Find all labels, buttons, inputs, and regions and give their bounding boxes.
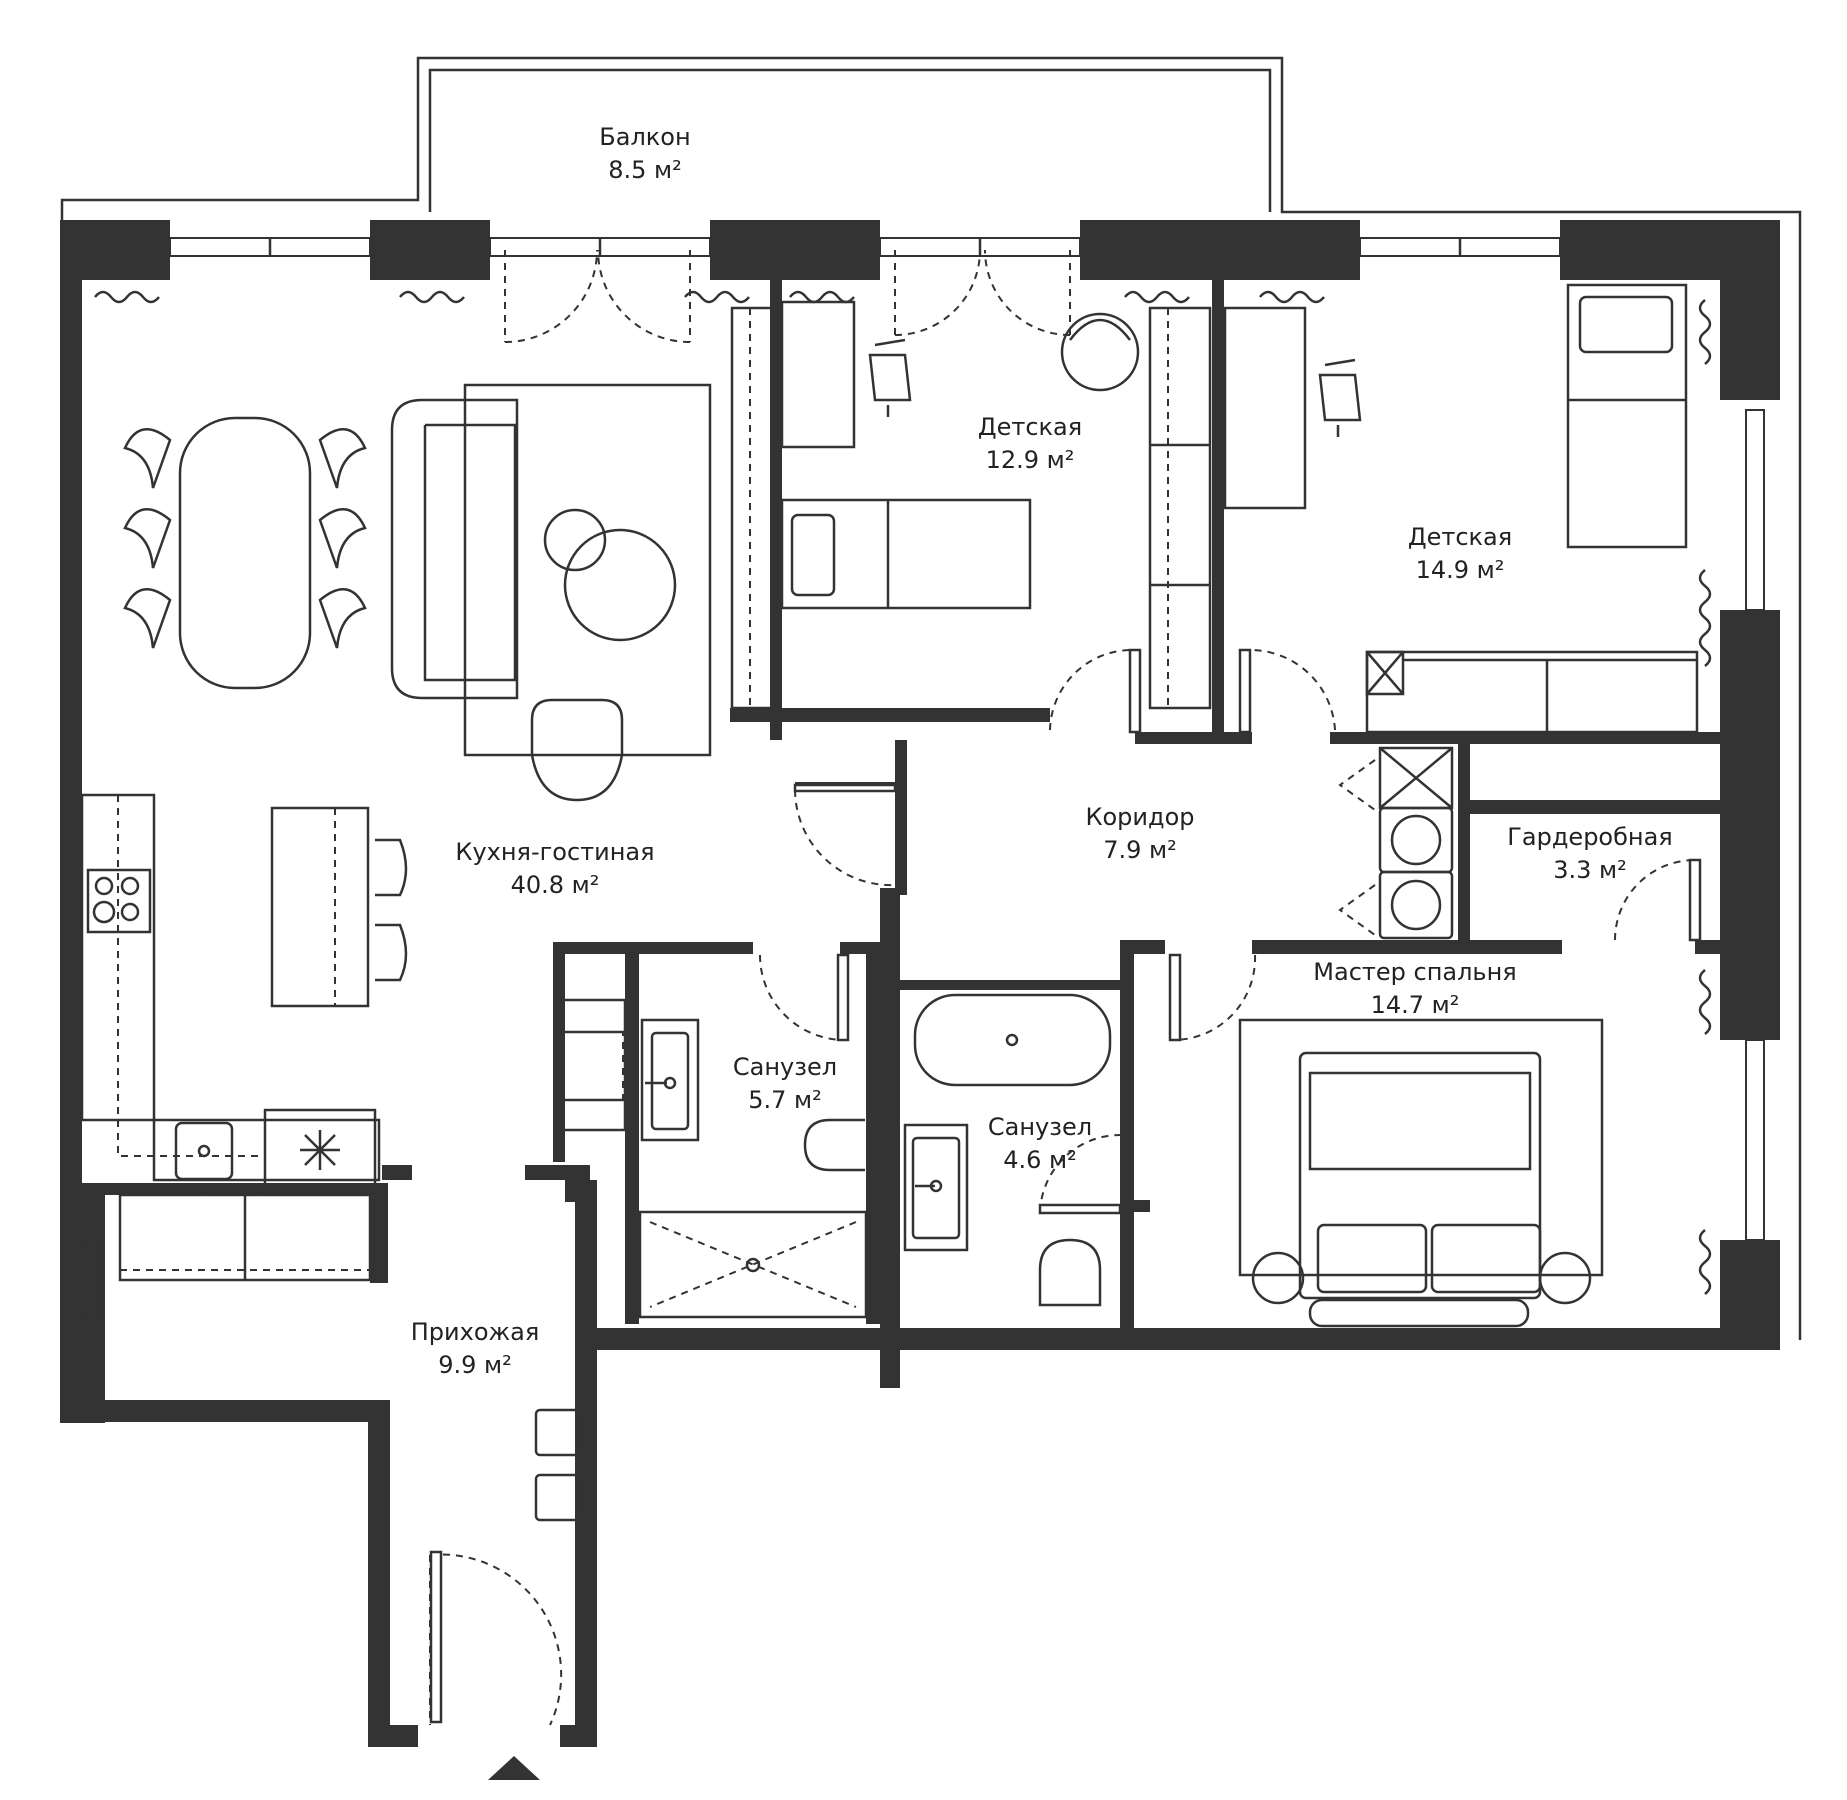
laundry xyxy=(1338,746,1720,940)
balcony-area-label: 8.5 м² xyxy=(608,156,682,184)
corridor-area-label: 7.9 м² xyxy=(1103,836,1177,864)
bath1-fixtures xyxy=(553,998,868,1319)
bath2-fixtures xyxy=(903,993,1112,1307)
doors xyxy=(429,249,1702,1726)
dining-table xyxy=(123,416,367,690)
master-furniture xyxy=(1238,1018,1604,1328)
hall-furniture xyxy=(78,1193,583,1522)
master-name-label: Мастер спальня xyxy=(1313,958,1516,986)
room-labels: Балкон 8.5 м² Детская 12.9 м² Детская 14… xyxy=(411,123,1673,1379)
kids1-area-label: 12.9 м² xyxy=(986,446,1075,474)
kids2-area-label: 14.9 м² xyxy=(1416,556,1505,584)
entrance-arrow-icon xyxy=(488,1756,540,1780)
kitchen xyxy=(80,793,408,1194)
wardrobe-area-label: 3.3 м² xyxy=(1553,856,1627,884)
master-area-label: 14.7 м² xyxy=(1371,991,1460,1019)
walls xyxy=(60,220,1780,1747)
bath1-area-label: 5.7 м² xyxy=(748,1086,822,1114)
hall-area-label: 9.9 м² xyxy=(438,1351,512,1379)
wardrobe-name-label: Гардеробная xyxy=(1507,823,1673,851)
bath2-area-label: 4.6 м² xyxy=(1003,1146,1077,1174)
living-furniture xyxy=(390,383,712,802)
balcony-outline xyxy=(60,56,1802,1340)
kids2-furniture xyxy=(1223,283,1699,734)
kids1-furniture xyxy=(730,300,1212,710)
windows xyxy=(169,237,1765,1241)
bath1-name-label: Санузел xyxy=(733,1053,837,1081)
kids1-name-label: Детская xyxy=(978,413,1082,441)
living-name-label: Кухня-гостиная xyxy=(455,838,654,866)
living-area-label: 40.8 м² xyxy=(511,871,600,899)
corridor-name-label: Коридор xyxy=(1085,803,1194,831)
balcony-name-label: Балкон xyxy=(599,123,690,151)
bath2-name-label: Санузел xyxy=(988,1113,1092,1141)
hall-name-label: Прихожая xyxy=(411,1318,540,1346)
kids2-name-label: Детская xyxy=(1408,523,1512,551)
